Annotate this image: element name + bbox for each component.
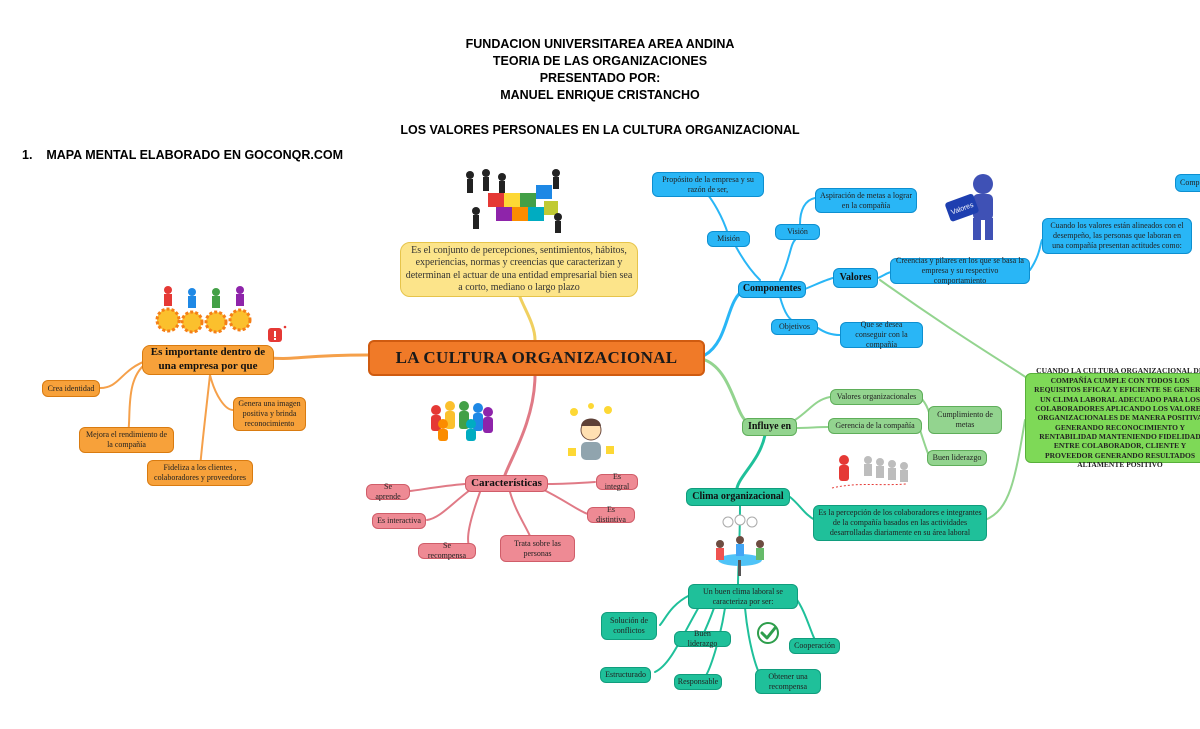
clima-recompensa: Obtener una recompensa	[755, 669, 821, 694]
section-heading: 1. MAPA MENTAL ELABORADO EN GOCONQR.COM	[22, 148, 344, 162]
colorful-people-group-image	[431, 401, 493, 441]
mision-description: Propósito de la empresa y su razón de se…	[652, 172, 764, 197]
caracteristica-distintiva: Es distintiva	[587, 505, 635, 524]
clima-node: Clima organizacional	[686, 488, 790, 506]
central-node: LA CULTURA ORGANIZACIONAL	[368, 340, 705, 376]
business-people-puzzle-image	[458, 163, 570, 235]
influye-valores-org: Valores organizacionales	[830, 389, 923, 405]
check-icon	[757, 622, 779, 644]
valores-description: Creencias y pilares en los que se basa l…	[890, 256, 1030, 285]
header-line-presented: PRESENTADO POR:	[539, 71, 661, 85]
clima-liderazgo: Buen liderazgo	[674, 629, 731, 648]
team-meeting-image	[716, 514, 764, 576]
importante-item-imagen: Genera una imagen positiva y brinda reco…	[233, 397, 306, 431]
alert-icon	[268, 325, 287, 342]
importante-node: Es importante dentro de una empresa por …	[142, 345, 274, 375]
comp-node-cut: Comp	[1175, 174, 1200, 192]
clima-cooperacion: Cooperación	[789, 638, 840, 654]
importante-item-identidad: Crea identidad	[42, 380, 100, 397]
influye-node: Influye en	[742, 418, 797, 436]
caracteristicas-node: Características	[465, 475, 548, 492]
caracteristica-aprende: Se aprende	[366, 482, 410, 501]
header-line-course: TEORIA DE LAS ORGANIZACIONES	[492, 54, 708, 68]
importante-item-fideliza: Fideliza a los clientes , colaboradores …	[147, 460, 253, 486]
document-subtitle: LOS VALORES PERSONALES EN LA CULTURA ORG…	[400, 123, 800, 137]
influye-cumplimiento: Cumplimiento de metas	[928, 406, 1002, 434]
valores-node: Valores	[833, 268, 878, 288]
mision-node: Misión	[707, 231, 750, 247]
valores-aligned-node: Cuando los valores están alineados con e…	[1042, 218, 1192, 254]
influye-liderazgo: Buen liderazgo	[927, 450, 987, 466]
objetivos-node: Objetivos	[771, 319, 818, 335]
team-gears-image	[155, 286, 252, 334]
clima-solucion: Solución de conflictos	[601, 612, 657, 640]
blue-figure-puzzle-valores-image: Valores	[945, 174, 993, 240]
clima-estructurado: Estructurado	[600, 667, 651, 683]
vision-description: Aspiración de metas a lograr en la compa…	[815, 188, 917, 213]
thinking-person-ideas-image	[568, 403, 614, 460]
caracteristica-interactiva: Es interactiva	[372, 513, 426, 529]
caracteristica-personas: Trata sobre las personas	[500, 535, 575, 562]
objetivos-description: Que se desea conseguir con la compañía	[840, 320, 923, 349]
conclusion-node: CUANDO LA CULTURA ORGANIZACIONAL DE COMP…	[1025, 366, 1200, 469]
clima-responsable: Responsable	[674, 674, 722, 690]
header-line-author: MANUEL ENRIQUE CRISTANCHO	[500, 88, 700, 102]
caracteristica-recompensa: Se recompensa	[418, 541, 476, 560]
leader-red-figure-image	[831, 455, 908, 489]
caracteristica-integral: Es integral	[596, 472, 638, 491]
clima-description: Es la percepción de los colaboradores e …	[813, 505, 987, 541]
buen-clima-node: Un buen clima laboral se caracteriza por…	[688, 584, 798, 609]
definition-node: Es el conjunto de percepciones, sentimie…	[400, 242, 638, 297]
header-line-institution: FUNDACION UNIVERSITAREA AREA ANDINA	[465, 37, 735, 51]
importante-item-rendimiento: Mejora el rendimiento de la compañía	[79, 427, 174, 453]
componentes-node: Componentes	[738, 281, 806, 298]
vision-node: Visión	[775, 224, 820, 240]
influye-gerencia: Gerencia de la compañía	[828, 418, 922, 434]
